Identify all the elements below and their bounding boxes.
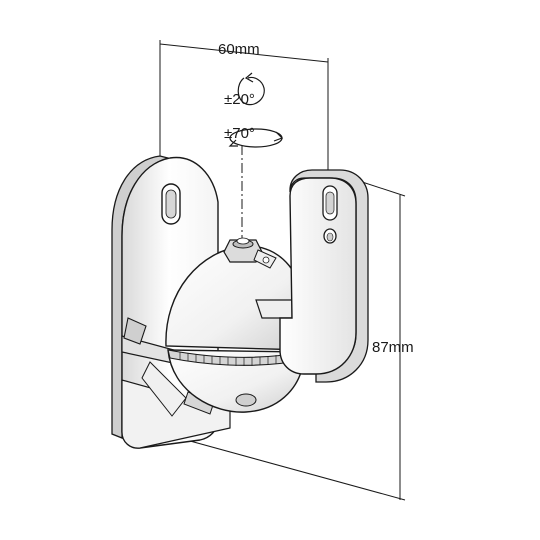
height-label: 87mm xyxy=(372,339,414,356)
tilt-rotation-label: ±20° xyxy=(224,91,255,108)
top-nut xyxy=(223,237,277,269)
width-dimension-line xyxy=(159,43,329,63)
speaker-arm xyxy=(255,169,369,383)
width-label: 60mm xyxy=(218,41,260,58)
tilt-rotation-arrow-icon xyxy=(237,72,265,106)
pan-rotation-arrow-icon xyxy=(228,128,284,148)
pan-rotation-label: ±70° xyxy=(224,125,255,142)
bottom-screw xyxy=(235,393,257,407)
